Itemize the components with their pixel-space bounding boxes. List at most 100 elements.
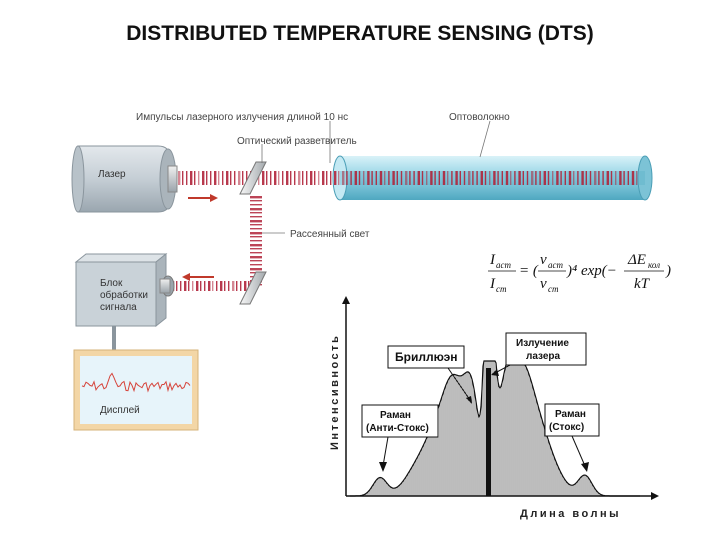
scattered-pulse-mark (250, 240, 262, 242)
display-unit: Дисплей (73, 349, 199, 431)
laser-pulse-mark (330, 171, 332, 185)
scattered-pulse-mark (250, 224, 262, 226)
fiber-pulse-mark (363, 171, 365, 185)
fiber-pulse-mark (564, 171, 566, 185)
display-label: Дисплей (100, 405, 140, 416)
laser-pulse-mark (306, 171, 308, 185)
y-axis-label: Интенсивность (329, 334, 341, 450)
fiber-pulse-mark (375, 171, 377, 185)
pulses-label: Импульсы лазерного излучения длиной 10 н… (136, 112, 348, 123)
laser-unit: Лазер (71, 145, 178, 213)
fiber-pulse-mark (522, 171, 524, 185)
scattered-pulse-mark (250, 244, 262, 247)
laser-pulse-mark (186, 171, 188, 185)
fiber-pulse-mark (358, 171, 361, 185)
scattered-pulse-mark (250, 236, 262, 238)
fiber-pulse-mark (354, 171, 357, 185)
fiber-pulse-mark (610, 171, 613, 185)
laser-pulse-mark (242, 171, 244, 185)
brillouin-callout: Бриллюэн (387, 345, 472, 404)
fiber-pulse-mark (505, 171, 509, 185)
fiber-pulse-mark (518, 171, 521, 185)
fiber-pulse-mark (598, 171, 600, 185)
splitter-label: Оптический разветвитель (237, 136, 357, 147)
laser-pulse-mark (218, 171, 220, 185)
return-pulse-mark (216, 281, 218, 291)
fiber-pulse-mark (367, 171, 370, 185)
fiber-pulse-mark (568, 171, 572, 185)
fiber-pulse-mark (623, 171, 625, 185)
return-pulse-mark (220, 281, 223, 291)
scattered-pulse-mark (250, 228, 262, 230)
return-pulse-mark (184, 281, 187, 291)
fiber-pulse-mark (594, 171, 597, 185)
return-pulse-mark (236, 281, 238, 291)
svg-text:аст: аст (496, 260, 511, 270)
fiber-pulse-mark (539, 171, 541, 185)
laser-pulse-mark (294, 171, 296, 185)
scattered-label: Рассеянный свет (290, 229, 370, 240)
fiber-pulse-mark (573, 171, 575, 185)
fiber-pulse-mark (342, 171, 345, 185)
laser-pulse-mark (286, 171, 289, 185)
spectrum-hatching (365, 361, 601, 496)
laser-pulse-mark (214, 171, 217, 185)
fiber-pulse-mark (619, 171, 622, 185)
signal-unit-label-2: обработки (100, 289, 148, 301)
svg-text:ΔE: ΔE (627, 252, 646, 268)
return-pulse-mark (244, 281, 247, 291)
laser-pulse-mark (262, 171, 265, 185)
unit-connector (112, 326, 116, 350)
laser-pulse-mark (194, 171, 196, 185)
laser-pulse-mark (298, 171, 301, 185)
laser-pulse-mark (234, 171, 236, 185)
fiber-pulse-mark (535, 171, 537, 185)
return-pulse-mark (180, 281, 182, 291)
laser-pulse-mark (182, 171, 184, 185)
laser-pulse-mark (222, 171, 224, 185)
return-pulse-mark (224, 281, 226, 291)
svg-text:кол: кол (648, 260, 660, 270)
svg-text:Раман: Раман (380, 410, 411, 421)
svg-text:kT: kT (634, 276, 651, 292)
fiber-pulse-mark (468, 171, 471, 185)
return-pulse-mark (196, 281, 199, 291)
fiber-pulse-mark (543, 171, 546, 185)
scattered-pulse-mark (250, 220, 262, 223)
fiber-pulse-mark (480, 171, 483, 185)
fiber-pulse-mark (350, 171, 352, 185)
forward-arrow (188, 194, 218, 202)
laser-pulse-mark (274, 171, 277, 185)
fiber-pulse-mark (615, 171, 617, 185)
return-pulse-mark (212, 281, 214, 291)
fiber-pulse-mark (577, 171, 579, 185)
laser-pulse-mark (278, 171, 280, 185)
fiber-pulse-mark (585, 171, 587, 185)
spectrum-curve (350, 360, 640, 497)
fiber-pulse-mark (434, 171, 436, 185)
fiber-label: Оптоволокно (449, 112, 510, 123)
return-pulse-mark (188, 281, 190, 291)
x-axis-label: Длина волны (520, 508, 621, 520)
fiber-pulse-mark (489, 171, 491, 185)
laser-pulse-mark (290, 171, 292, 185)
svg-text:Излучение: Излучение (516, 338, 569, 349)
fiber-pulse-mark (636, 171, 638, 185)
laser-pulse-mark (226, 171, 229, 185)
fiber-pulse-mark (547, 171, 550, 185)
svg-text:ст: ст (496, 284, 507, 294)
scattered-pulse-mark (250, 260, 262, 262)
fiber-pulse-mark (531, 171, 534, 185)
fiber-pulse-mark (400, 171, 403, 185)
fiber-pulse-mark (392, 171, 395, 185)
return-pulse-mark (176, 281, 178, 291)
fiber-pulse-mark (627, 171, 629, 185)
laser-pulse-mark (210, 171, 212, 185)
fiber-pulse-mark (493, 171, 496, 185)
fiber-pulse-mark (396, 171, 398, 185)
laser-pulse-mark (198, 171, 200, 185)
fiber-pulse-mark (472, 171, 474, 185)
fiber-leader (479, 120, 491, 158)
fiber-pulse-mark (388, 171, 390, 185)
scattered-pulse-mark (250, 252, 262, 254)
